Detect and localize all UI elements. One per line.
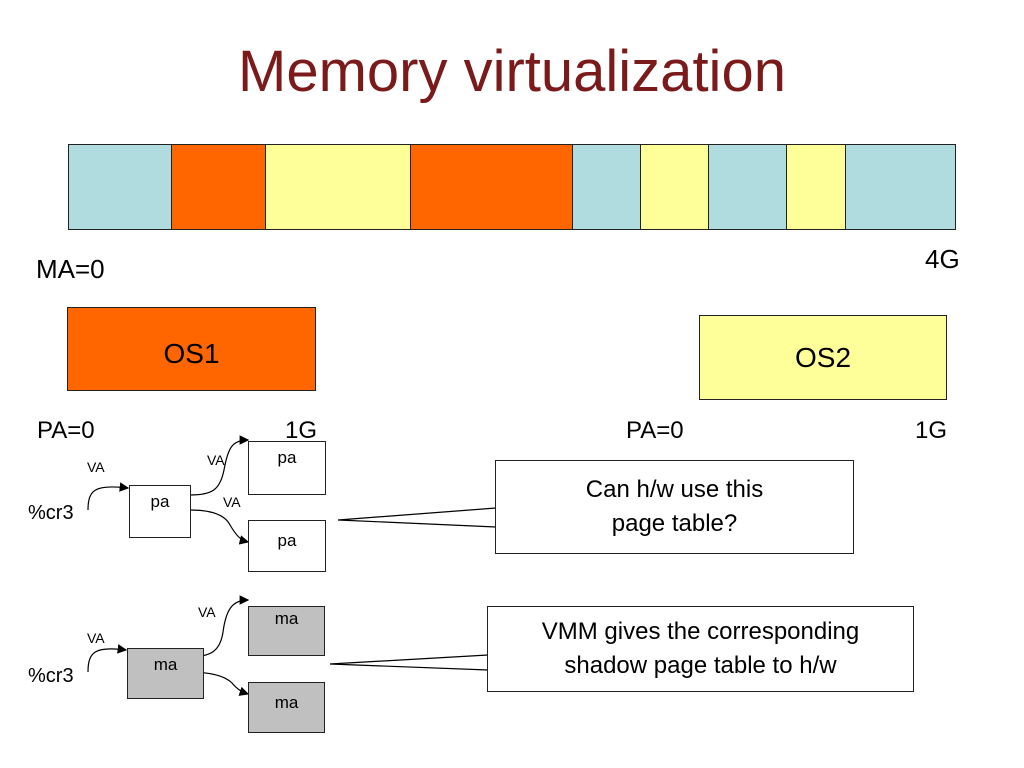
va-label: VA — [198, 604, 216, 620]
va-label: VA — [87, 459, 105, 475]
memory-segment — [709, 145, 787, 229]
callout-top: Can h/w use this page table? — [495, 460, 854, 554]
os1-box: OS1 — [67, 307, 316, 391]
callout-top-line2: page table? — [611, 510, 738, 537]
os1-label: OS1 — [163, 338, 220, 369]
memory-segment — [266, 145, 411, 229]
pa-arrow-top — [189, 435, 250, 496]
memory-segment — [69, 145, 172, 229]
callout-bottom: VMM gives the corresponding shadow page … — [487, 606, 914, 692]
memory-segment — [172, 145, 266, 229]
machine-memory-bar — [68, 144, 956, 230]
va-label: VA — [223, 494, 241, 510]
pa-arrow-bottom — [189, 509, 250, 545]
callout-bottom-line2: shadow page table to h/w — [564, 652, 837, 679]
memory-segment — [846, 145, 955, 229]
callout-bottom-pointer — [329, 654, 489, 671]
guest-page-table-root: pa — [129, 485, 191, 538]
guest-page-table-entry: pa — [248, 520, 326, 572]
va-label: VA — [207, 452, 225, 468]
cr3-label-shadow: %cr3 — [28, 665, 74, 687]
ma-arrow-top — [187, 595, 250, 658]
callout-bottom-line1: VMM gives the corresponding — [541, 618, 860, 646]
ma-end-label: 4G — [925, 244, 960, 274]
shadow-page-table-entry: ma — [248, 606, 325, 656]
os2-box: OS2 — [699, 315, 947, 400]
callout-top-line1: Can h/w use this — [585, 476, 764, 504]
va-label: VA — [87, 630, 105, 646]
shadow-page-table-root: ma — [127, 648, 204, 699]
memory-segment — [411, 145, 573, 229]
ma-arrow-bottom — [187, 671, 250, 696]
memory-segment — [787, 145, 846, 229]
callout-top-pointer — [337, 507, 497, 528]
guest-page-table-entry: pa — [248, 441, 326, 495]
os2-pa-start-label: PA=0 — [626, 417, 684, 444]
cr3-label: %cr3 — [28, 502, 74, 524]
os1-pa-end-label: 1G — [285, 417, 318, 444]
cr3-arrow — [87, 482, 130, 511]
os1-pa-start-label: PA=0 — [37, 417, 95, 444]
os2-label: OS2 — [794, 341, 852, 373]
shadow-page-table-entry: ma — [248, 682, 325, 733]
ma-start-label: MA=0 — [36, 254, 105, 284]
memory-segment — [573, 145, 641, 229]
memory-segment — [641, 145, 709, 229]
os2-pa-end-label: 1G — [915, 417, 948, 444]
cr3-arrow-shadow — [87, 644, 128, 673]
slide-title: Memory virtualization — [238, 39, 786, 104]
